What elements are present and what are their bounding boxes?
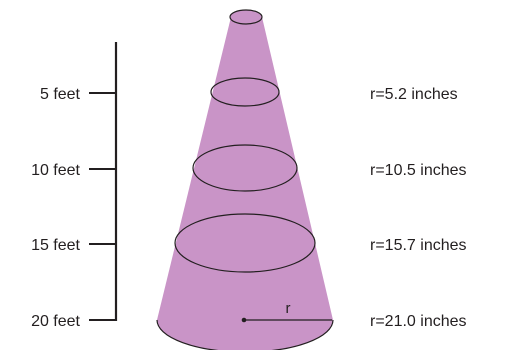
radius-label-10ft: r=10.5 inches [370, 162, 467, 179]
radius-label-20ft: r=21.0 inches [370, 313, 467, 330]
scale-label-10ft: 10 feet [31, 162, 80, 179]
cone-base-edge [156, 319, 334, 350]
cross-section-5ft [210, 77, 280, 107]
scale-label-20ft: 20 feet [31, 313, 80, 330]
cross-section-10ft [192, 144, 298, 192]
cross-section-15ft [174, 213, 316, 273]
cone-body [157, 17, 333, 350]
radius-label-15ft: r=15.7 inches [370, 237, 467, 254]
base-radius-label: r [286, 300, 291, 317]
radius-label-5ft: r=5.2 inches [370, 86, 458, 103]
cone-top-ellipse [229, 9, 263, 25]
scale-label-5ft: 5 feet [40, 86, 81, 103]
scale-label-15ft: 15 feet [31, 237, 80, 254]
